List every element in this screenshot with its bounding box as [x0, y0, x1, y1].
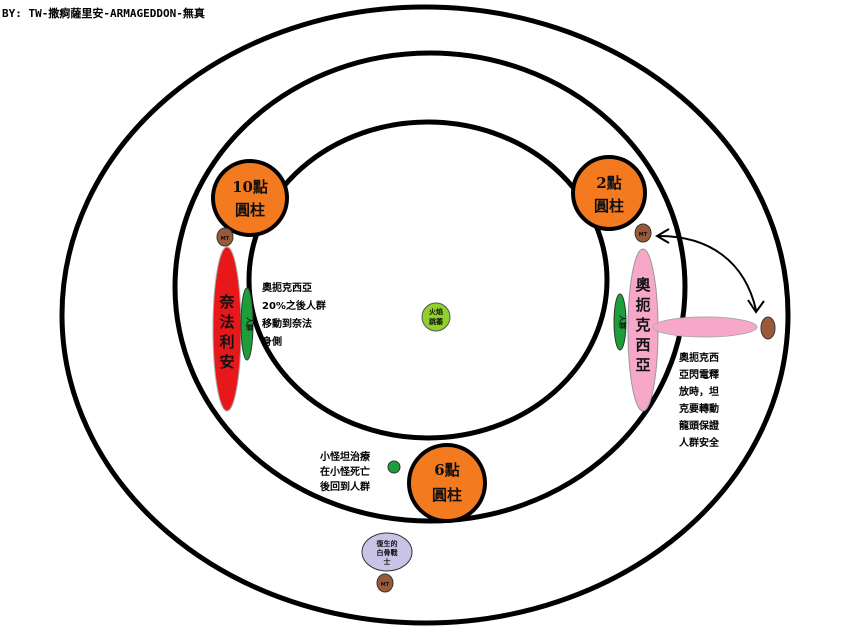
note-left-line-4: 身側 [262, 335, 282, 348]
note-right-line-2: 亞閃電釋 [679, 368, 719, 381]
group-right-label: 人群 [618, 315, 627, 329]
pillar-6-line1: 6點 [434, 461, 459, 479]
boss-right-char-4: 西 [635, 336, 650, 354]
group-left: 人群 [240, 287, 254, 361]
pillar-2-line1: 2點 [596, 174, 621, 192]
tank-bottom: MT [376, 573, 394, 593]
center-label-1: 火焰 [429, 307, 443, 316]
breath-cone [652, 316, 758, 338]
skeleton-label-1: 復生的 [376, 539, 398, 548]
boss-right-char-1: 奧 [635, 276, 651, 294]
note-bottom-line-3: 後回到人群 [320, 480, 370, 493]
boss-right: 奧 扼 克 西 亞 [627, 248, 659, 412]
note-right: 奧扼克西 亞閃電釋 放時，坦 克要轉動 龍頭保證 人群安全 [678, 351, 720, 449]
note-left: 奧扼克西亞 20%之後人群 移動到奈法 身側 [261, 281, 326, 348]
pillar-6: 6點 圓柱 [407, 443, 487, 523]
tank-left: MT [216, 227, 234, 247]
note-right-line-6: 人群安全 [679, 436, 720, 449]
pillar-10-line1: 10點 [232, 178, 268, 196]
note-bottom-line-1: 小怪坦治療 [319, 450, 370, 463]
pillar-6-line2: 圓柱 [432, 486, 462, 504]
middle-ring [172, 50, 688, 524]
inner-ring [246, 119, 610, 441]
note-bottom: 小怪坦治療 在小怪死亡 後回到人群 [319, 450, 370, 493]
tank-right-top-label: MT [639, 232, 648, 238]
skeleton-label-3: 士 [384, 557, 391, 566]
pillar-2: 2點 圓柱 [571, 155, 647, 231]
note-left-line-1: 奧扼克西亞 [261, 281, 312, 294]
skeleton-warrior: 復生的 白骨戰 士 [361, 532, 413, 572]
pillar-2-line2: 圓柱 [594, 197, 624, 215]
outer-ring [59, 4, 791, 626]
boss-right-char-5: 亞 [635, 356, 650, 374]
boss-right-char-2: 扼 [635, 296, 650, 314]
tank-left-label: MT [221, 236, 230, 242]
boss-left-char-1: 奈 [218, 293, 235, 311]
group-left-label: 人群 [245, 317, 254, 331]
add-marker [387, 460, 401, 474]
pillar-10-line2: 圓柱 [235, 201, 265, 219]
boss-left-char-4: 安 [219, 353, 234, 371]
group-right: 人群 [613, 293, 627, 351]
note-right-line-3: 放時，坦 [678, 385, 719, 398]
note-right-line-1: 奧扼克西 [678, 351, 719, 364]
note-left-line-3: 移動到奈法 [262, 317, 312, 330]
tank-right-outer [760, 316, 776, 340]
tank-right-top: MT [634, 223, 652, 243]
note-right-line-5: 龍頭保證 [679, 419, 720, 432]
note-left-line-2: 20%之後人群 [262, 299, 326, 312]
boss-left-char-3: 利 [219, 333, 234, 351]
boss-right-char-3: 克 [635, 316, 650, 334]
center-marker: 火焰 跳蓁 [421, 302, 451, 332]
note-bottom-line-2: 在小怪死亡 [320, 465, 370, 478]
pillar-10: 10點 圓柱 [211, 159, 289, 237]
boss-left: 奈 法 利 安 [212, 246, 242, 412]
skeleton-label-2: 白骨戰 [377, 548, 398, 557]
note-right-line-4: 克要轉動 [679, 402, 719, 415]
rotation-arrow [655, 228, 765, 314]
credit-text: BY: TW-撒痾薩里安-ARMAGEDDON-無真 [2, 6, 205, 20]
boss-left-char-2: 法 [219, 313, 234, 331]
center-label-2: 跳蓁 [429, 317, 444, 326]
tank-bottom-label: MT [381, 582, 390, 588]
